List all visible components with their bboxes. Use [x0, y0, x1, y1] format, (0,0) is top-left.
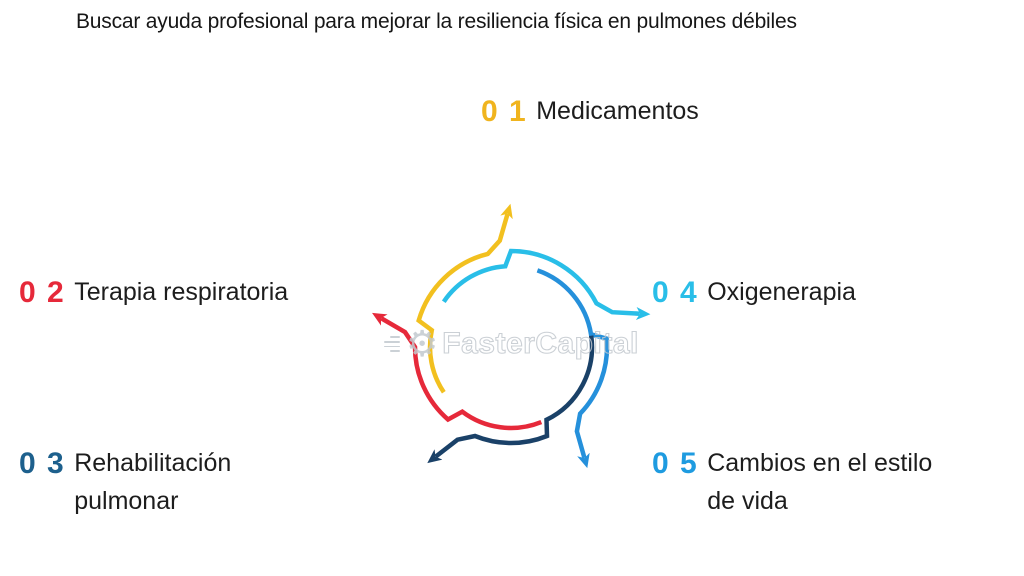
list-item-medicamentos: 0 1 Medicamentos — [481, 96, 699, 130]
item-label-rehabilitacion-pulmonar: Rehabilitación pulmonar — [74, 449, 232, 515]
list-item-oxigenerapia: 0 4 Oxigenerapia — [652, 277, 856, 311]
list-item-rehabilitacion-pulmonar: 0 3 Rehabilitación pulmonar — [19, 448, 279, 520]
cycle-arrow-terapia-respiratoria — [372, 312, 543, 431]
cycle-arrow-oxigenerapia — [441, 248, 651, 320]
item-number-02: 0 2 — [19, 276, 66, 309]
item-number-03: 0 3 — [19, 447, 66, 480]
cycle-diagram — [372, 203, 651, 469]
item-number-05: 0 5 — [652, 447, 699, 480]
list-item-cambios-estilo-vida: 0 5 Cambios en el estilo de vida — [652, 448, 952, 520]
item-label-oxigenerapia: Oxigenerapia — [707, 278, 856, 306]
cycle-arrow-rehabilitacion-pulmonar — [427, 335, 595, 464]
cycle-arrow-cambios-estilo-vida — [536, 268, 610, 469]
page-title: Buscar ayuda profesional para mejorar la… — [76, 10, 797, 33]
item-label-cambios-estilo-vida: Cambios en el estilo de vida — [707, 449, 933, 515]
item-label-medicamentos: Medicamentos — [536, 97, 699, 125]
item-number-04: 0 4 — [652, 276, 699, 309]
cycle-arrow-medicamentos — [416, 203, 513, 394]
item-number-01: 0 1 — [481, 95, 528, 128]
cycle-diagram-holder — [351, 187, 671, 507]
list-item-terapia-respiratoria: 0 2 Terapia respiratoria — [19, 277, 288, 311]
item-label-terapia-respiratoria: Terapia respiratoria — [74, 278, 289, 306]
